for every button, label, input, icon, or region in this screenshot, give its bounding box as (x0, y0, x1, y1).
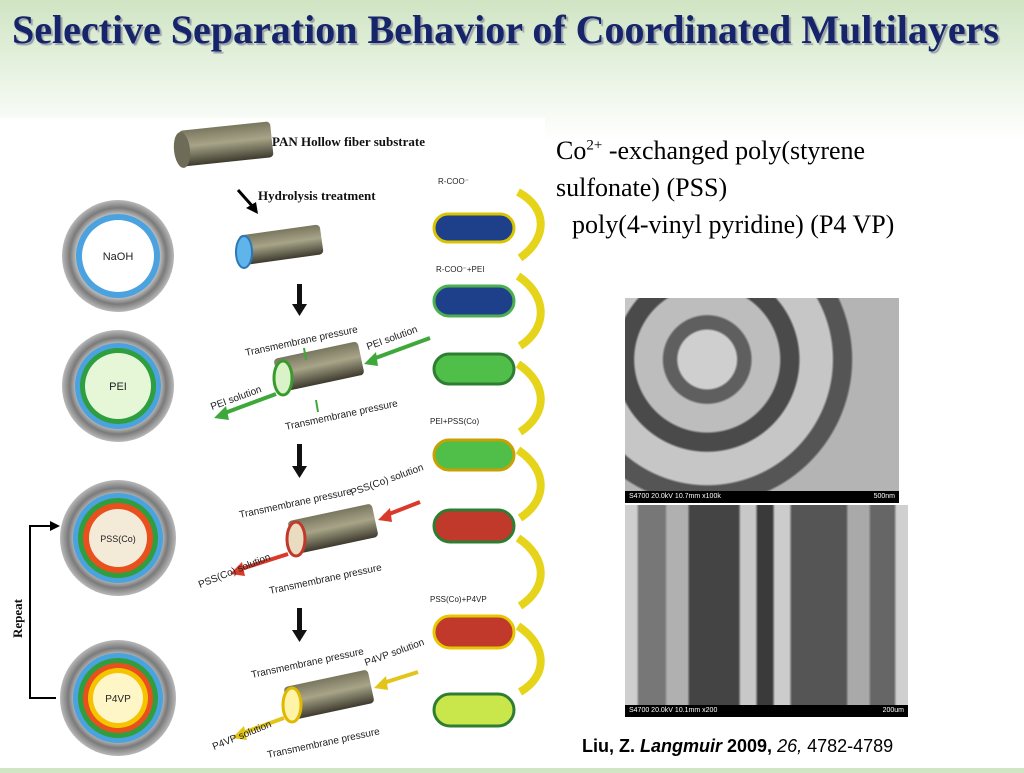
cross-section-pss: PSS(Co) (60, 480, 176, 596)
yellow-curved-arrows (515, 188, 545, 696)
citation-volume: 26, (772, 736, 803, 756)
transmembrane-label-2: Transmembrane pressure (284, 398, 399, 433)
transmembrane-label-6: Transmembrane pressure (266, 726, 381, 761)
figure-schematic: PAN Hollow fiber substrate Hydrolysis tr… (10, 121, 545, 761)
chem-label-2: R-COO⁻+PEI (436, 265, 484, 274)
line-pss-1: Co2+ -exchanged poly(styrene (556, 132, 1016, 169)
description-text: Co2+ -exchanged poly(styrene sulfonate) … (556, 132, 1016, 243)
pss-label: PSS(Co) (100, 534, 136, 544)
p4vp-label: P4VP (105, 694, 131, 705)
p4vp-solution-out-label: P4VP solution (211, 719, 273, 753)
sem-bottom-info: S4700 20.0kV 10.1mm x200 (629, 707, 718, 714)
chem-label-4: PSS(Co)+P4VP (430, 595, 487, 604)
chem-label-3: PEI+PSS(Co) (430, 417, 479, 426)
co-text: Co (556, 136, 587, 165)
citation-pages: 4782-4789 (802, 736, 894, 756)
magnified-fiber-column (432, 212, 516, 728)
slide-title: Selective Separation Behavior of Coordin… (12, 7, 999, 52)
repeat-label: Repeat (10, 598, 25, 638)
sem-top-scale: 500nm (873, 493, 895, 500)
citation-author: Liu, Z. (582, 736, 640, 756)
pss-solution-label: PSS(Co) solution (349, 462, 425, 499)
citation-journal: Langmuir (640, 736, 723, 756)
process-down-arrows (292, 284, 307, 642)
pss-text-1: -exchanged poly(styrene (602, 136, 866, 165)
transmembrane-label-4: Transmembrane pressure (268, 562, 383, 597)
pei-solution-label: PEI solution (365, 324, 419, 353)
sem-image-cross-section: S4700 20.0kV 10.1mm x200 200um (625, 505, 908, 717)
substrate-label: PAN Hollow fiber substrate (272, 134, 425, 149)
layer-by-layer-figure: PAN Hollow fiber substrate Hydrolysis tr… (0, 118, 545, 768)
citation-year: 2009, (722, 736, 773, 756)
cross-section-p4vp: P4VP (60, 640, 176, 756)
line-pss-2: sulfonate) (PSS) (556, 173, 728, 202)
hydrolysed-tube (235, 224, 324, 269)
hydrolysis-label: Hydrolysis treatment (258, 188, 376, 203)
sem-top-info: S4700 20.0kV 10.7mm x100k (629, 493, 721, 500)
citation: Liu, Z. Langmuir 2009, 26, 4782-4789 (582, 736, 1022, 757)
chem-label-1: R-COO⁻ (438, 177, 469, 186)
cross-section-naoh: NaOH (62, 200, 174, 312)
sem-bottom-scale: 200um (882, 707, 904, 714)
pss-solution-out-label: PSS(Co) solution (197, 552, 272, 591)
repeat-bracket (29, 521, 60, 699)
co-charge: 2+ (586, 137, 603, 154)
naoh-label: NaOH (103, 251, 134, 263)
sem-image-surface: S4700 20.0kV 10.7mm x100k 500nm (625, 298, 899, 503)
p4vp-coating-step (232, 670, 419, 740)
pan-hollow-fiber-tube (173, 121, 274, 168)
sem-top-databar: S4700 20.0kV 10.7mm x100k 500nm (625, 491, 899, 503)
p4vp-solution-label: P4VP solution (363, 637, 426, 669)
pei-coating-step (214, 336, 431, 420)
sem-bottom-databar: S4700 20.0kV 10.1mm x200 200um (625, 705, 908, 717)
pss-coating-step (230, 500, 421, 576)
line-p4vp: poly(4-vinyl pyridine) (P4 VP) (572, 210, 895, 239)
cross-section-pei: PEI (62, 330, 174, 442)
pei-label: PEI (109, 381, 127, 393)
